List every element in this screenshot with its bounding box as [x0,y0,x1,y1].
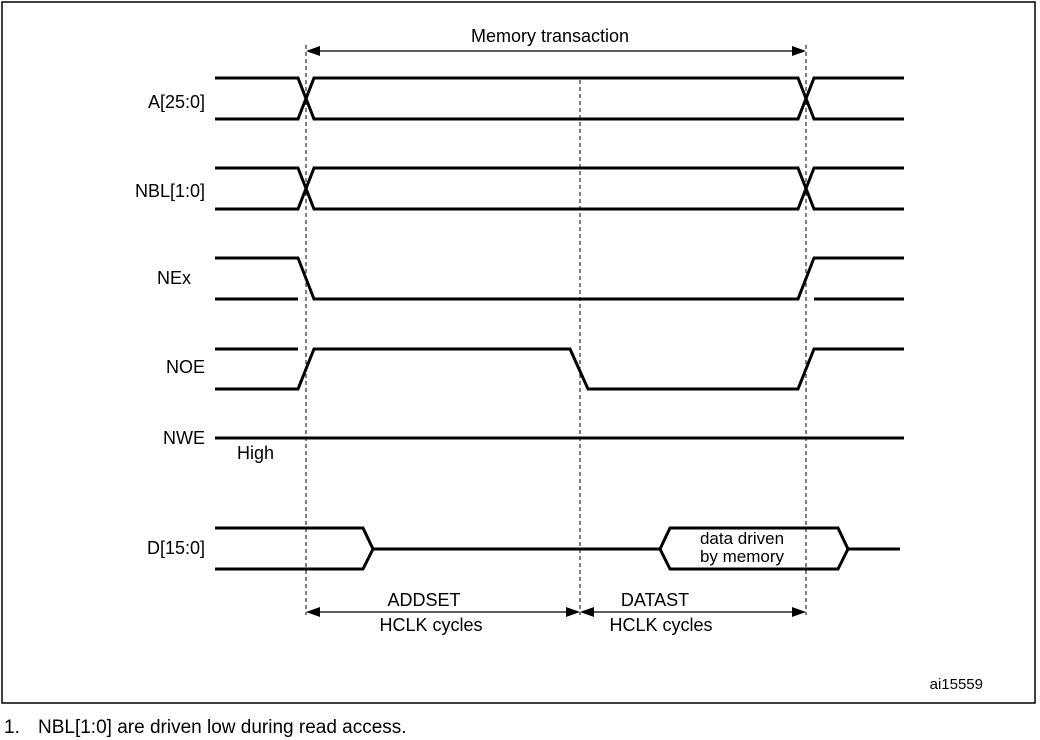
addset-label: ADDSET [387,590,460,610]
figure-id: ai15559 [930,676,983,693]
footnote-number: 1. [4,717,20,738]
signal-label-output-enable: NOE [166,357,205,377]
waveform-byte-lane [215,166,904,211]
signal-label-write-enable: NWE [163,428,205,448]
datast-arrow [580,607,806,617]
addset-unit-label: HCLK cycles [379,615,482,635]
write-enable-state-label: High [237,443,274,463]
figure-frame [1,1,1036,704]
data-box-label-line1: data driven [700,529,784,548]
footnote-text: NBL[1:0] are driven low during read acce… [38,717,407,738]
waveform-data [215,526,900,571]
data-box-label-line2: by memory [700,547,785,566]
signal-label-data: D[15:0] [147,538,205,558]
memory-transaction-arrow [306,46,806,56]
waveform-output-enable [215,347,904,391]
memory-transaction-label: Memory transaction [471,26,629,46]
datast-label: DATAST [621,590,689,610]
signal-label-chip-enable: NEx [157,268,191,288]
waveform-chip-enable [215,256,904,301]
datast-unit-label: HCLK cycles [609,615,712,635]
waveform-address [215,76,904,121]
signal-label-address: A[25:0] [148,92,205,112]
signal-label-byte-lane: NBL[1:0] [135,181,205,201]
footnote: 1. NBL[1:0] are driven low during read ac… [4,717,407,739]
addset-arrow [306,607,580,617]
